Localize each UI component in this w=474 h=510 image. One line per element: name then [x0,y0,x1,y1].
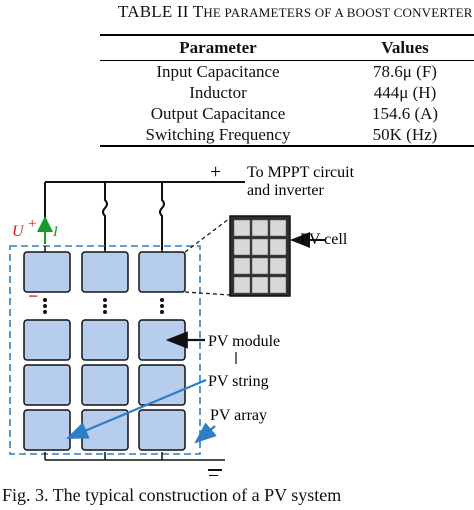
pv-array-label: PV array [210,407,267,424]
pv-module [23,364,71,406]
ellipsis-dots [103,298,107,314]
pv-string-label: PV string [208,373,269,390]
parameters-table: Parameter Values Input Capacitance 78.6μ… [100,34,474,147]
param-name: Output Capacitance [150,104,286,123]
param-value: 154.6 (A) [371,104,439,123]
table-row: Inductor 444μ (H) [100,82,474,103]
table-row: Switching Frequency 50K (Hz) [100,124,474,147]
pv-module [81,364,129,406]
mppt-label-line2: and inverter [247,182,325,199]
zoom-lines [184,217,231,296]
pv-module-label: PV module [208,333,280,350]
bottom-minus-sign: − [208,465,219,485]
ellipsis-dots [43,298,47,314]
table-caption: TABLE II THE PARAMETERS OF A BOOST CONVE… [0,2,474,22]
i-label: I [52,224,59,240]
u-minus-sign: − [28,286,38,306]
header-values: Values [336,34,474,61]
ellipsis-dots [160,298,164,314]
pv-string-3 [138,251,186,451]
param-name: Switching Frequency [100,124,336,147]
param-value: 78.6μ (F) [373,62,437,81]
pv-module [138,251,186,293]
pv-module [81,319,129,361]
param-name: Input Capacitance [156,62,280,81]
pv-string-arrow [65,378,207,440]
table-row: Output Capacitance 154.6 (A) [100,103,474,124]
table-header-row: Parameter Values [100,34,474,61]
table-caption-prefix: TABLE II T [118,2,204,21]
pv-array-arrow [194,422,217,444]
pv-module [138,409,186,451]
top-plus-sign: + [210,161,221,183]
figure-caption: Fig. 3. The typical construction of a PV… [2,485,342,505]
header-parameter: Parameter [100,34,336,61]
module-wires [44,246,225,461]
pv-module [23,319,71,361]
pv-module [81,251,129,293]
pv-module [23,251,71,293]
pv-string-2 [81,251,129,451]
u-label: U [12,223,25,240]
param-value: 50K (Hz) [336,124,474,147]
pv-cell-panel [229,215,291,297]
param-name: Inductor [189,83,247,102]
top-leads [44,182,165,250]
pv-cell-label: PV cell [300,231,348,248]
table-caption-rest: HE PARAMETERS OF A BOOST CONVERTER [203,5,473,20]
param-value: 444μ (H) [373,83,437,102]
pv-string-1 [23,251,71,451]
pv-module [138,364,186,406]
mppt-label-line1: To MPPT circuit [247,164,355,181]
u-plus-sign: + [28,216,36,232]
pv-system-diagram: + To MPPT circuit and inverter U + I − − [9,161,355,485]
table-row: Input Capacitance 78.6μ (F) [100,61,474,83]
pv-module [23,409,71,451]
